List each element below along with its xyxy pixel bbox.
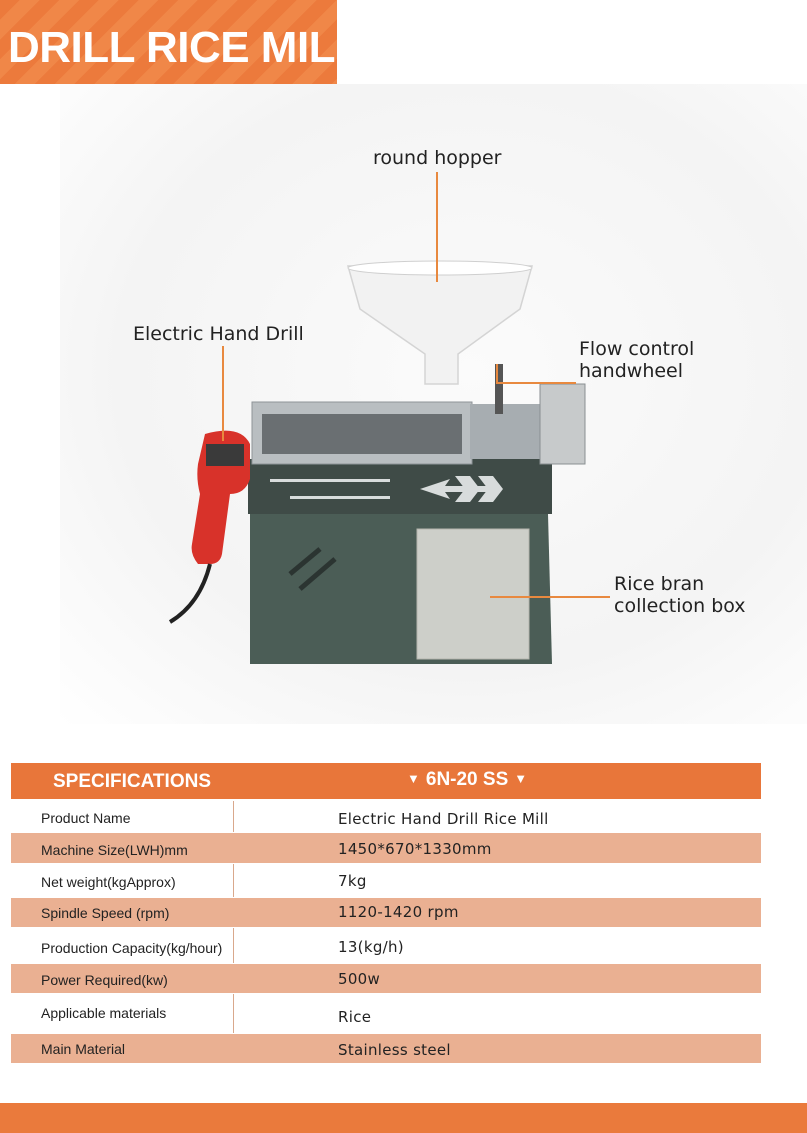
spec-row: Machine Size(LWH)mm 1450*670*1330mm <box>11 833 761 863</box>
callout-flow-control-line1: Flow control <box>579 338 695 360</box>
spec-row: Main Material Stainless steel <box>11 1034 761 1063</box>
spec-value: 500w <box>338 970 381 988</box>
triangle-down-icon: ▼ <box>514 771 528 786</box>
spec-label: Power Required(kw) <box>41 972 168 988</box>
spec-value: 1120-1420 rpm <box>338 903 459 921</box>
callout-rice-bran-line2: collection box <box>614 595 746 617</box>
vent-slots <box>288 547 337 591</box>
column-divider <box>233 928 234 963</box>
spec-value: 13(kg/h) <box>338 938 404 956</box>
spec-value: Stainless steel <box>338 1041 451 1059</box>
spec-value: 1450*670*1330mm <box>338 840 492 858</box>
column-divider <box>233 801 234 832</box>
spec-label: Production Capacity(kg/hour) <box>41 940 223 956</box>
handwheel-rod <box>495 364 503 414</box>
leader-line-drill <box>222 346 224 441</box>
specifications-title: SPECIFICATIONS <box>53 771 211 792</box>
model-label: 6N-20 SS <box>425 769 509 790</box>
leader-line-flow-horizontal <box>496 382 576 384</box>
spec-label: Net weight(kgApprox) <box>41 874 176 890</box>
column-divider <box>233 864 234 897</box>
spec-row: Applicable materials Rice <box>11 994 761 1033</box>
spec-value: Electric Hand Drill Rice Mill <box>338 810 549 828</box>
spec-value: 7kg <box>338 872 367 890</box>
page-title: DRILL RICE MILL <box>8 23 362 72</box>
panel-arrow-decoration <box>270 476 503 502</box>
electric-hand-drill <box>168 430 250 624</box>
callout-flow-control-line2: handwheel <box>579 360 684 382</box>
footer-bar <box>0 1103 807 1133</box>
housing-window <box>262 414 462 454</box>
spec-label: Main Material <box>41 1041 126 1057</box>
specifications-header: SPECIFICATIONS ▼ 6N-20 SS ▼ <box>11 763 761 799</box>
rice-bran-collection-box <box>416 528 530 660</box>
leader-line-hopper <box>436 172 438 282</box>
rice-mill-machine-illustration <box>168 260 586 664</box>
column-divider <box>233 994 234 1033</box>
rear-housing <box>470 404 550 459</box>
leader-line-bran <box>490 596 610 598</box>
round-hopper <box>347 265 533 385</box>
callout-rice-bran-line1: Rice bran <box>614 573 705 595</box>
spec-row: Net weight(kgApprox) 7kg <box>11 864 761 897</box>
callout-electric-hand-drill: Electric Hand Drill <box>133 323 304 345</box>
spec-label: Product Name <box>41 810 131 826</box>
triangle-down-icon: ▼ <box>407 771 420 786</box>
leader-line-flow-vertical <box>496 364 498 384</box>
model-number: ▼ 6N-20 SS ▼ <box>401 769 533 791</box>
title-banner: DRILL RICE MILL <box>0 0 362 84</box>
callout-round-hopper: round hopper <box>373 147 502 169</box>
spec-label: Machine Size(LWH)mm <box>41 842 188 858</box>
machine-front-panel <box>248 459 552 514</box>
spec-row: Production Capacity(kg/hour) 13(kg/h) <box>11 928 761 963</box>
hopper-rim <box>347 260 533 276</box>
spec-label: Applicable materials <box>41 1005 167 1021</box>
flow-control-handwheel <box>539 383 586 465</box>
spec-row: Spindle Speed (rpm) 1120-1420 rpm <box>11 898 761 927</box>
spec-label: Spindle Speed (rpm) <box>41 905 170 921</box>
spec-value: Rice <box>338 1008 372 1026</box>
spec-row: Product Name Electric Hand Drill Rice Mi… <box>11 801 761 832</box>
spec-row: Power Required(kw) 500w <box>11 964 761 993</box>
